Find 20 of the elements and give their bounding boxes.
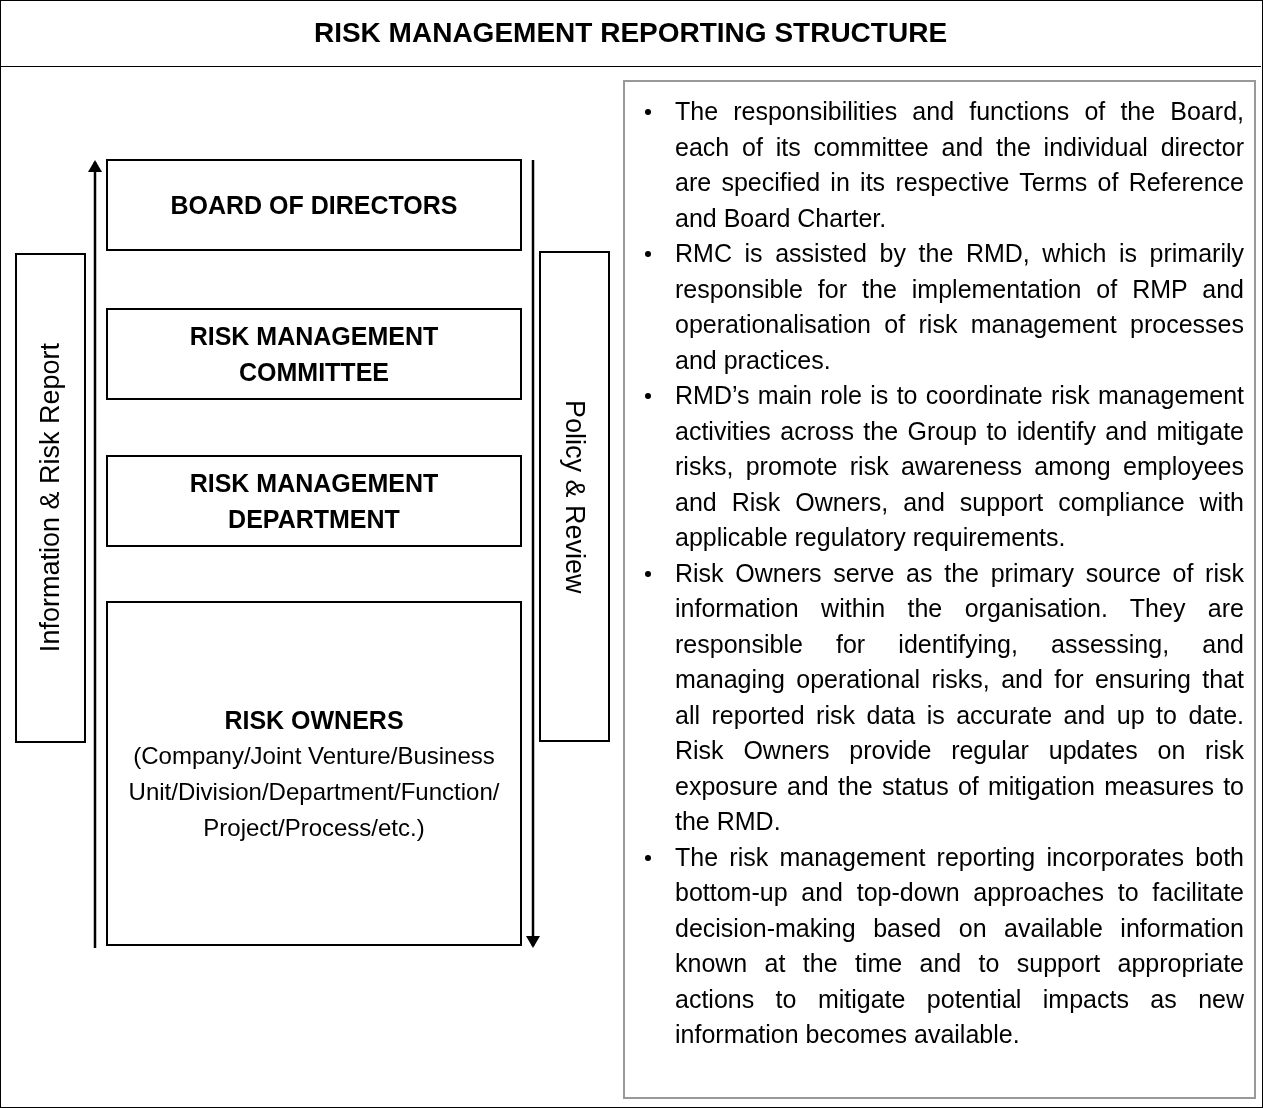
org-box [106,308,522,400]
vertical-label: Policy & Review [559,399,590,594]
box-heading: RISK MANAGEMENT DEPARTMENT [188,468,440,535]
bullet-text: The responsibilities and functions of the Board, each of its committee and the individual director are specified in its respective Terms of Reference and Board Charter. [675,96,1244,234]
title: RISK MANAGEMENT REPORTING STRUCTURE [0,0,1261,67]
notes-panel [623,80,1256,1099]
box-heading: RISK MANAGEMENT COMMITTEE [188,321,440,388]
bullet-text: Risk Owners serve as the primary source of risk information within the organisation. They are responsible for identifying, assessing, and managing operational risks, and for ensuring that all reported risk data is accurate and up to date. Risk Owners provide regular updates on risk exposure and the status of mitigation measures to the RMD. [675,557,1244,837]
org-box [106,601,522,946]
side-label-box [539,251,610,742]
bullet-text: RMD’s main role is to coordinate risk management activities across the Group to identify and mitigate risks, promote risk awareness among employees and Risk Owners, and support compliance with applicable regulatory requirements. [675,380,1244,553]
box-heading: RISK OWNERS [223,704,405,736]
vertical-label: Information & Risk Report [35,343,66,653]
side-label-box [15,253,86,743]
org-box [106,455,522,547]
bullet-text: RMC is assisted by the RMD, which is primarily responsible for the implementation of RMP and operationalisation of risk management processes and practices. [675,238,1244,376]
bullet-text: The risk management reporting incorporates both bottom-up and top-down approaches to facilitate decision-making based on available information known at the time and to support appropriate actions to mitigate potential impacts as new information becomes available. [675,841,1244,1050]
org-box [106,159,522,251]
box-heading: BOARD OF DIRECTORS [169,190,459,221]
box-description: (Company/Joint Venture/Business Unit/Division/Department/Function/ Project/Process/etc.) [127,740,501,843]
